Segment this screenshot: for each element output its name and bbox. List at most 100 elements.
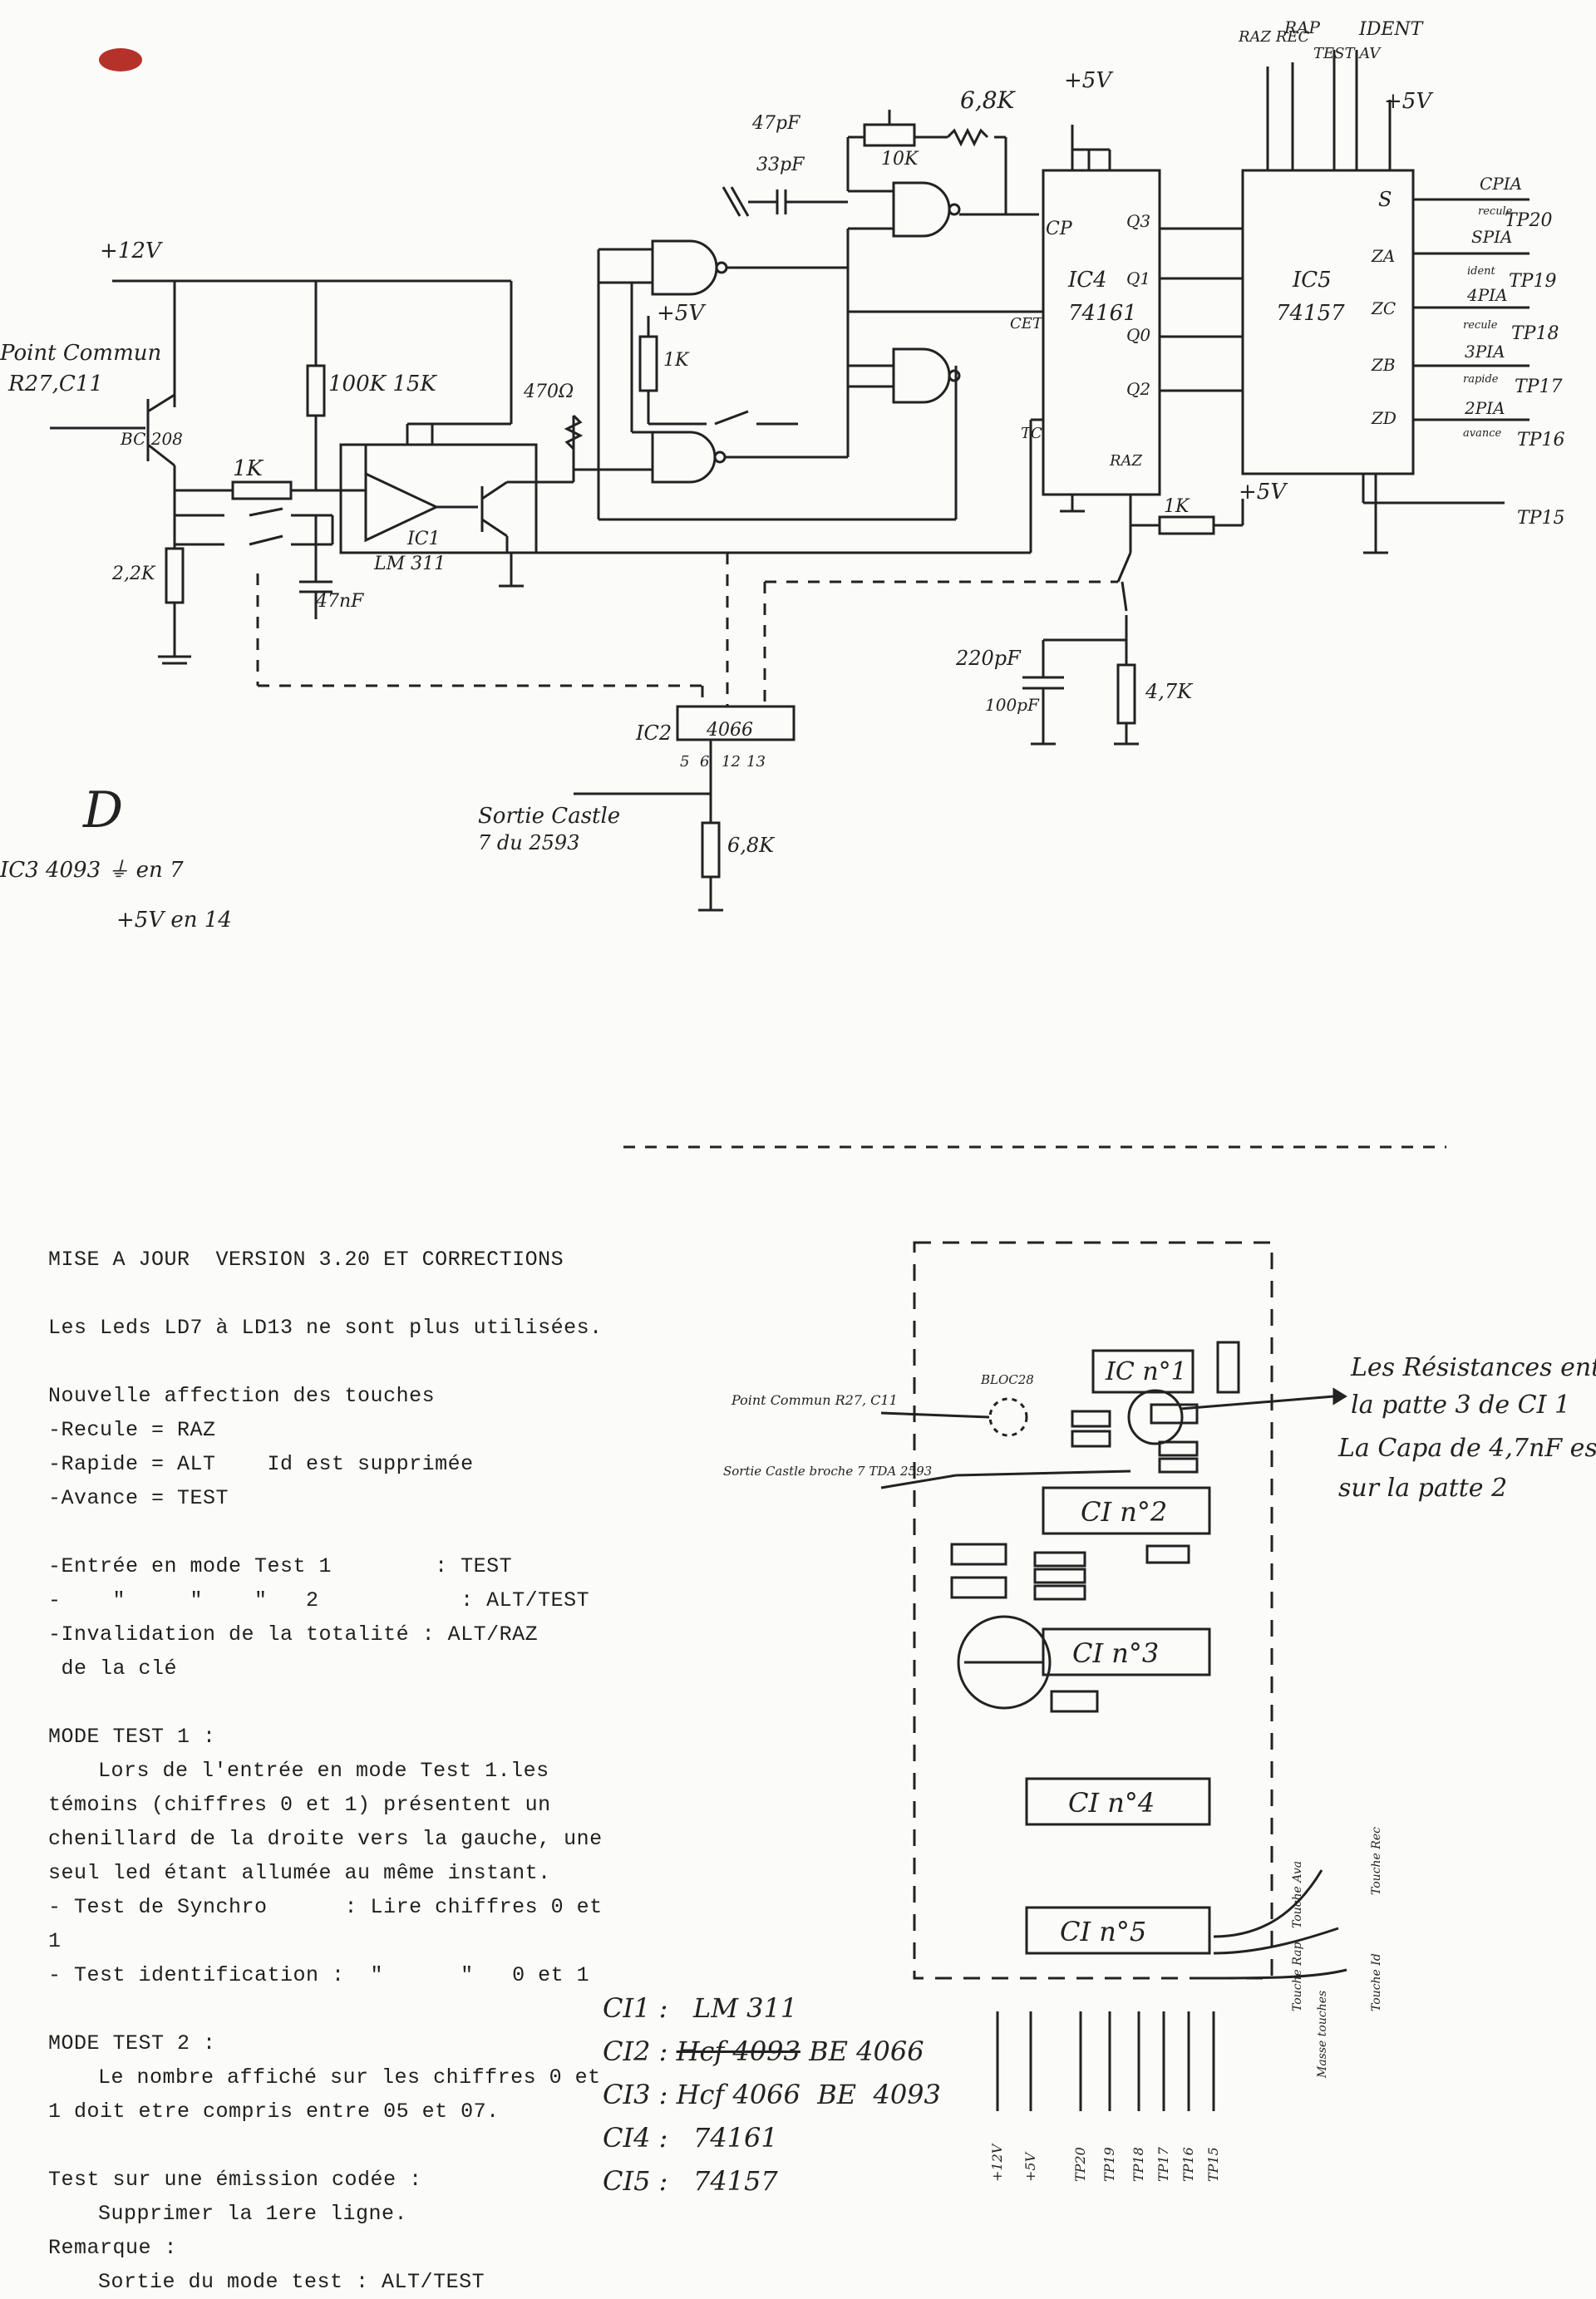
chip-ci2 [1042, 1486, 1211, 1535]
bottom-pin-0: +12V [989, 2143, 1005, 2182]
notes-leds: Les Leds LD7 à LD13 ne sont plus utilisé… [48, 1316, 603, 1340]
input-rap: RAP [1283, 17, 1321, 37]
res-pcb-7 [1033, 1584, 1086, 1601]
ic-part-4: 74161 [692, 2122, 778, 2154]
ic5-pin-zc: ZC [1371, 298, 1396, 318]
cap-47nf-label: 47nF [315, 591, 364, 612]
side-label-3: Touche Id [1370, 1953, 1383, 2011]
cap-33pf-pcb [950, 1576, 1007, 1599]
side-label-1: Touche Ava [1291, 1861, 1304, 1928]
highlight-circle [1127, 1389, 1184, 1445]
ic5-pin-za: ZA [1371, 246, 1395, 266]
pot-circle [957, 1615, 1052, 1710]
annotation-line-3: La Capa de 4,7nF est [1337, 1434, 1596, 1463]
r-bottom-label: 2,2K [111, 564, 156, 584]
ic-struck-2: Hcf 4093 [676, 2036, 800, 2067]
input-test-av: TEST AV [1313, 45, 1382, 62]
ic-list-row-5: CI5 : 74157 [603, 2159, 941, 2203]
input-raz-rec: RAZ REC [1238, 28, 1309, 46]
ic-list-row-2: CI2 : Hcf 4093 BE 4066 [603, 2030, 941, 2073]
pot-label: 10K [881, 149, 919, 170]
ic2-4066 [676, 705, 796, 741]
ic4-74161 [1042, 169, 1161, 496]
ic2-pin-6: 6 [700, 753, 709, 770]
ic4-pin-cet: CET [1010, 315, 1044, 332]
notes-mode-row-3: -Invalidation de la totalité : ALT/RAZ [48, 1617, 613, 1652]
output-2-note: recule [1463, 319, 1498, 332]
input-ident: IDENT [1358, 19, 1425, 40]
resistor-1k-gate [638, 335, 658, 392]
notes-touche-avance: -Avance = TEST [48, 1486, 229, 1510]
notes-title: MISE A JOUR VERSION 3.20 ET CORRECTIONS [48, 1248, 564, 1272]
ic-part-5: 74157 [692, 2165, 778, 2197]
bottom-pin-5: TP17 [1155, 2146, 1171, 2182]
output-0-note: recule [1478, 205, 1513, 218]
ic-part-2: BE 4066 [809, 2036, 924, 2067]
resistor-1k-input [231, 480, 293, 500]
notes-test1-line-1: Lors de l'entrée en mode Test 1.les [98, 1759, 549, 1783]
ic4-pin-tc: TC [1021, 425, 1042, 442]
notes-test1-line-2: témoins (chiffres 0 et 1) présentent un [48, 1793, 551, 1817]
chip-ci1 [1091, 1349, 1195, 1394]
output-4-tp: TP16 [1517, 430, 1564, 450]
update-notes: MISE A JOUR VERSION 3.20 ET CORRECTIONS … [48, 1243, 613, 2299]
cap-100nf [950, 1543, 1007, 1566]
resistor-1k-raz [1158, 515, 1215, 535]
res-pcb-2 [1071, 1430, 1111, 1448]
ic4-pin-q1: Q1 [1126, 268, 1150, 288]
res-pcb-3 [1158, 1440, 1199, 1457]
output-0-label: CPIA [1480, 174, 1522, 194]
ic5-pin-zb: ZB [1371, 355, 1396, 375]
ic5-type: 74157 [1276, 301, 1345, 326]
r-top-label: 100K 15K [328, 372, 437, 396]
nand-gate-2 [651, 431, 717, 484]
notes-test1-line-3: chenillard de la droite vers la gauche, … [48, 1827, 603, 1851]
res-pcb-9 [1050, 1690, 1099, 1713]
ic1-type: LM 311 [373, 554, 446, 574]
r-6k8-label: 6,8K [727, 834, 776, 857]
output-2-tp: TP18 [1511, 323, 1559, 344]
notes-test1-title: MODE TEST 1 : [48, 1725, 216, 1749]
board-outline [913, 1241, 1273, 1980]
res-pcb-6 [1033, 1568, 1086, 1584]
left-label-point-commun: Point Commun R27, C11 [731, 1392, 898, 1408]
res-pcb-8 [1145, 1544, 1190, 1564]
ic5-74157 [1241, 169, 1415, 475]
resistor-100k [306, 364, 326, 417]
output-3-tp: TP17 [1515, 377, 1562, 397]
mode-label-1: -Entrée en mode Test 1 [48, 1554, 332, 1578]
notes-emission-text: Supprimer la 1ere ligne. [98, 2202, 408, 2226]
notes-test2-title: MODE TEST 2 : [48, 2031, 216, 2055]
notes-touche-rapide: -Rapide = ALT Id est supprimée [48, 1452, 474, 1476]
output-0-tp: TP20 [1505, 210, 1552, 231]
nand-note: IC3 4093 ⏚ en 7 [0, 858, 184, 883]
supply-5v-gate: +5V [657, 301, 706, 326]
notes-emission-title: Test sur une émission codée : [48, 2168, 422, 2192]
point-commun-label: Point Commun [0, 341, 161, 366]
notes-test1-item-1: - Test de Synchro : Lire chiffres 0 et 1 [48, 1895, 616, 1953]
side-label-0: Touche Rec [1370, 1827, 1383, 1895]
ic-id-2: CI2 : [603, 2036, 668, 2067]
notes-mode-row-2: - " " " 2 : ALT/TEST [48, 1583, 613, 1617]
bottom-pin-7: TP15 [1205, 2147, 1221, 2182]
cap-100pf-label: 100pF [985, 695, 1040, 715]
gate-symbol-label: D [82, 781, 123, 839]
annotation-line-4: sur la patte 2 [1338, 1474, 1507, 1503]
ic5-pin-zd: ZD [1371, 408, 1396, 428]
bloc-label: BLOC28 [980, 1372, 1034, 1387]
notes-test2-line-1: Le nombre affiché sur les chiffres 0 et [98, 2065, 601, 2090]
ic4-pin-cp: CP [1046, 219, 1073, 239]
ic-list-row-1: CI1 : LM 311 [603, 1986, 941, 2030]
ic5-label: IC5 [1292, 268, 1332, 293]
ic2-pin-13: 13 [746, 753, 766, 770]
chip-ci3-label: CI n°3 [1072, 1637, 1159, 1669]
nand-gate-1 [651, 239, 718, 296]
bottom-pin-4: TP18 [1130, 2147, 1146, 2182]
nand-gate-4 [892, 347, 951, 404]
point-commun-ref: R27,C11 [7, 372, 103, 396]
ic-list-row-4: CI4 : 74161 [603, 2116, 941, 2159]
notes-touches-title: Nouvelle affection des touches [48, 1384, 436, 1408]
chip-ci2-label: CI n°2 [1081, 1496, 1167, 1528]
output-5-tp: TP15 [1517, 508, 1564, 529]
